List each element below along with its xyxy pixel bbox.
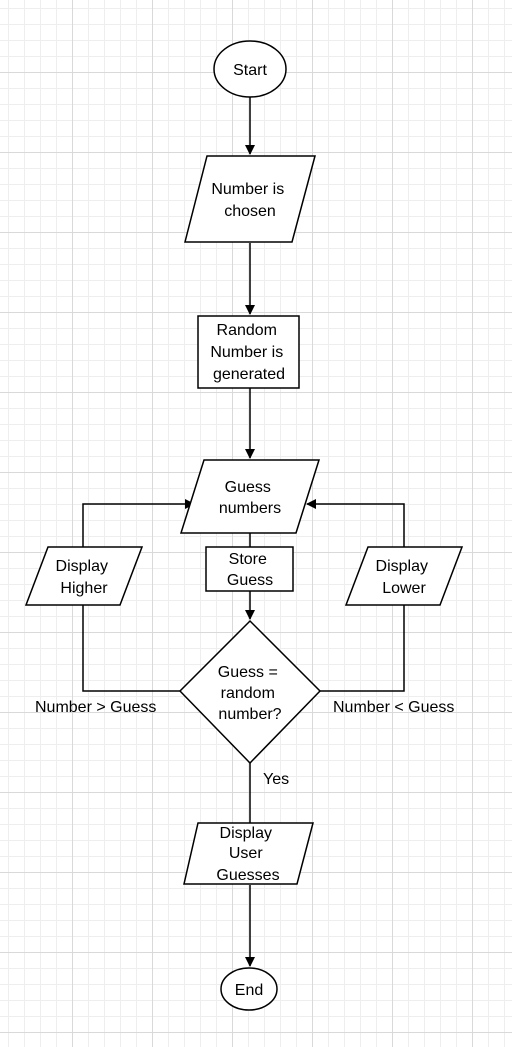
decision-diamond-shape (178, 619, 322, 765)
random-generated-process-shape (197, 315, 300, 389)
decision-label: Guess = random number? (218, 664, 282, 723)
end-label: End (235, 982, 263, 999)
display-user-guesses-node: Display User Guesses (183, 822, 314, 885)
number-chosen-io-shape (184, 155, 316, 243)
edges (82, 97, 405, 967)
decision-node: Guess = random number? (178, 619, 322, 765)
display-higher-node: Display Higher (24, 546, 144, 606)
start-label: Start (233, 62, 267, 79)
number-chosen-node: Number is chosen (184, 155, 316, 243)
edge-label-higher: Number > Guess (35, 699, 156, 716)
random-generated-label: Random Number is generated (210, 322, 287, 383)
guess-numbers-node: Guess numbers (179, 459, 321, 534)
display-lower-label: Display Lower (376, 558, 433, 597)
edge-label-lower: Number < Guess (333, 699, 454, 716)
edge-display-lower-to-guess (306, 499, 405, 547)
start-terminator-shape (213, 40, 287, 98)
display-user-guesses-io-shape (183, 822, 314, 885)
display-higher-io-shape (24, 546, 144, 606)
guess-numbers-io-shape (179, 459, 321, 534)
store-guess-label: Store Guess (227, 551, 273, 589)
random-generated-node: Random Number is generated (197, 315, 300, 389)
edge-decision-to-display-lower (320, 605, 405, 692)
start-node: Start (213, 40, 287, 98)
display-higher-label: Display Higher (56, 558, 113, 597)
edge-decision-to-display-higher (82, 605, 180, 692)
display-user-guesses-label: Display User Guesses (216, 825, 279, 884)
store-guess-node: Store Guess (205, 546, 294, 592)
guess-numbers-label: Guess numbers (219, 479, 281, 517)
end-node: End (220, 967, 278, 1011)
display-lower-node: Display Lower (344, 546, 464, 606)
number-chosen-label: Number is chosen (211, 181, 288, 220)
edge-display-higher-to-guess (82, 499, 195, 547)
edge-label-yes: Yes (263, 771, 289, 788)
store-guess-process-shape (205, 546, 294, 592)
display-lower-io-shape (344, 546, 464, 606)
end-terminator-shape (220, 967, 278, 1011)
